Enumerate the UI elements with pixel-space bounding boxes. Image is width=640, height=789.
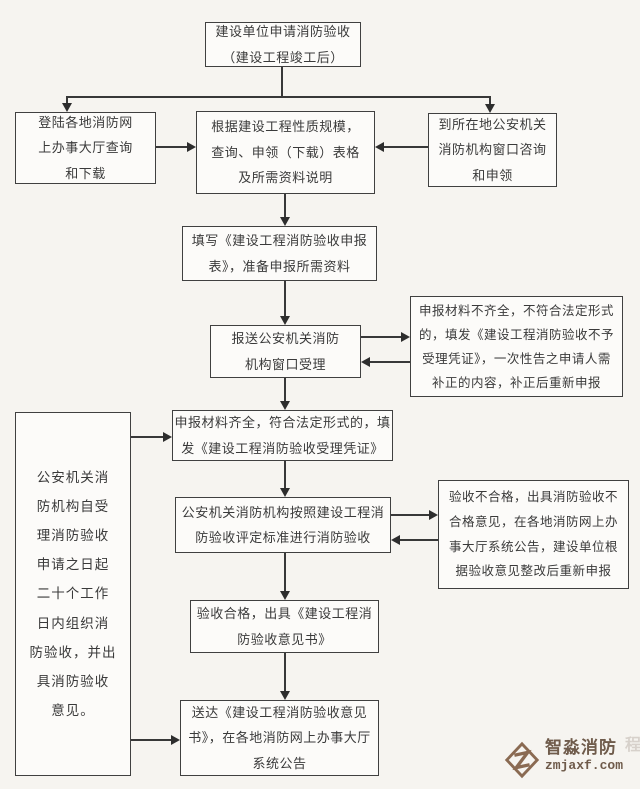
node-deliver-opinion: 送达《建设工程消防验收意见 书》，在各地消防网上办事大厅 系统公告: [180, 700, 379, 776]
node-start-apply-acceptance: 建设单位申请消防验收 （建设工程竣工后）: [205, 22, 361, 67]
arrowhead-into-forms-right: [375, 142, 384, 152]
brand-watermark: 智淼消防程 zmjaxf.com: [503, 737, 640, 780]
arrowhead-into-inspect: [280, 488, 290, 497]
connector-pass-deliver: [284, 653, 286, 691]
connector-inspect-pass: [284, 553, 286, 591]
arrowhead-into-fail: [429, 510, 438, 520]
connector-forms-fill: [284, 194, 286, 217]
connector-start-down: [281, 67, 283, 97]
connector-complete-inspect: [284, 461, 286, 488]
node-materials-complete: 申报材料齐全，符合法定形式的，填 发《建设工程消防验收受理凭证》: [172, 410, 393, 461]
connector-splitter: [66, 96, 491, 98]
connector-timeline-complete: [131, 436, 163, 438]
arrowhead-into-window: [485, 104, 495, 113]
node-inspection-passed: 验收合格，出具《建设工程消 防验收意见书》: [190, 600, 379, 653]
connector-incomplete-submit: [370, 361, 410, 363]
connector-timeline-deliver: [131, 739, 171, 741]
connector-split-left: [66, 96, 68, 104]
node-window-consult: 到所在地公安机关 消防机构窗口咨询 和申领: [428, 113, 557, 187]
arrowhead-into-forms-left: [187, 142, 196, 152]
connector-inspect-fail: [391, 514, 429, 516]
arrowhead-timeline-deliver: [171, 735, 180, 745]
connector-fill-submit: [284, 281, 286, 316]
arrowhead-timeline-complete: [163, 432, 172, 442]
node-fill-declaration-form: 填写《建设工程消防验收申报 表》，准备申报所需资料: [182, 226, 377, 281]
brand-ghost-char: 程: [625, 737, 640, 754]
connector-fail-inspect: [400, 539, 438, 541]
connector-submit-incomplete: [361, 336, 401, 338]
arrowhead-into-submit: [280, 316, 290, 325]
arrowhead-into-deliver: [280, 691, 290, 700]
node-twenty-workday-timeline: 公安机关消 防机构自受 理消防验收 申请之日起 二十个工作 日内组织消 防验收，…: [15, 412, 131, 776]
connector-web-forms: [156, 146, 187, 148]
node-get-forms-materials: 根据建设工程性质规模， 查询、申领（下载）表格 及所需资料说明: [196, 111, 375, 194]
arrowhead-into-pass: [280, 591, 290, 600]
node-inspection-failed: 验收不合格，出具消防验收不 合格意见，在各地消防网上办 事大厅系统公告，建设单位…: [438, 480, 629, 589]
node-materials-incomplete: 申报材料不齐全，不符合法定形式 的，填发《建设工程消防验收不予 受理凭证》，一次…: [410, 296, 623, 397]
arrowhead-back-into-submit: [361, 357, 370, 367]
zhimiao-logo-icon: [504, 741, 540, 779]
node-online-hall-query: 登陆各地消防网 上办事大厅查询 和下载: [15, 112, 156, 184]
arrowhead-into-web: [62, 103, 72, 112]
arrowhead-into-incomplete: [401, 332, 410, 342]
brand-name: 智淼消防程: [545, 737, 640, 758]
arrowhead-back-into-inspect: [391, 535, 400, 545]
arrowhead-into-fill: [280, 217, 290, 226]
connector-split-right: [489, 96, 491, 105]
arrowhead-into-complete: [280, 401, 290, 410]
brand-domain: zmjaxf.com: [545, 758, 624, 774]
node-inspection-by-standard: 公安机关消防机构按照建设工程消 防验收评定标准进行消防验收: [175, 497, 391, 553]
connector-submit-complete: [284, 378, 286, 401]
node-submit-to-window: 报送公安机关消防 机构窗口受理: [210, 325, 361, 378]
connector-window-forms: [384, 146, 428, 148]
